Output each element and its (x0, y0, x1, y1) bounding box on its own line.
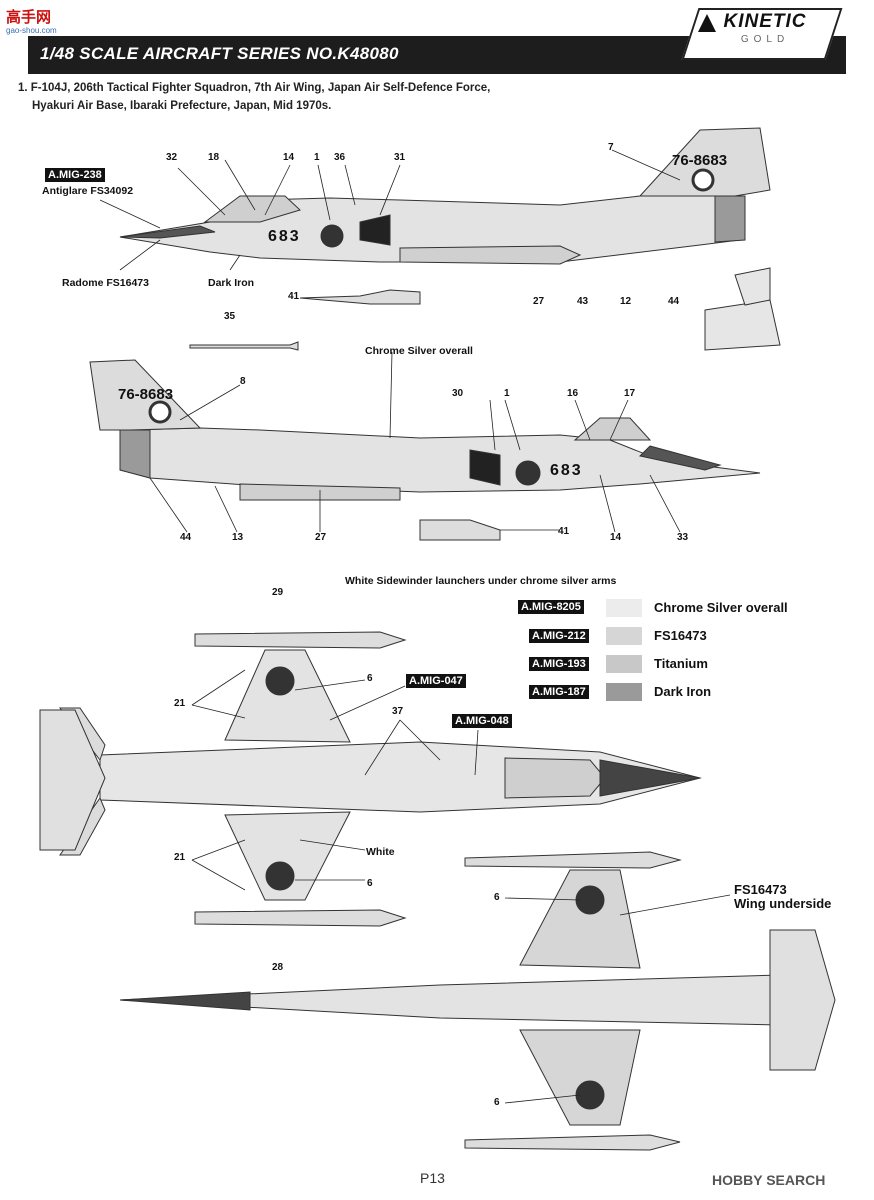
chrome-silver-label: Chrome Silver overall (365, 345, 473, 357)
callout-14-right: 14 (610, 532, 622, 543)
callout-17: 17 (624, 388, 636, 399)
underside-label-code: FS16473 (734, 882, 787, 897)
legend-swatch-3 (606, 655, 642, 673)
callout-44-left: 44 (668, 296, 680, 307)
legend-name-2: FS16473 (654, 628, 707, 643)
callout-6-under-top: 6 (494, 892, 500, 903)
top-plan-view (39, 631, 702, 927)
white-label: White (366, 846, 395, 858)
callout-44-right: 44 (180, 532, 192, 543)
legend-code-2: A.MIG-212 (529, 629, 589, 643)
legend-swatch-2 (606, 627, 642, 645)
page-title: 1/48 SCALE AIRCRAFT SERIES NO.K48080 (40, 44, 399, 63)
scheme-description-line2: Hyakuri Air Base, Ibaraki Prefecture, Ja… (32, 100, 332, 112)
callout-28: 28 (272, 962, 284, 973)
bottom-plan-view (119, 851, 836, 1151)
side-view-right (89, 359, 761, 541)
callout-21-top: 21 (174, 698, 186, 709)
paint-tag-antiglare: A.MIG-238 (45, 168, 105, 182)
callout-30: 30 (452, 388, 464, 399)
callout-31: 31 (394, 152, 406, 163)
callout-41-right: 41 (558, 526, 570, 537)
leader-lines (99, 149, 731, 1104)
brand-logo-text: KINETIC (723, 11, 807, 32)
legend-code-3: A.MIG-193 (529, 657, 589, 671)
nose-number-right: 683 (550, 462, 583, 479)
callout-33: 33 (677, 532, 689, 543)
dark-iron-label: Dark Iron (208, 277, 255, 289)
paint-tag-047: A.MIG-047 (406, 674, 466, 688)
page-number: P13 (420, 1170, 445, 1186)
legend-code-1: A.MIG-8205 (518, 600, 584, 614)
callout-13: 13 (232, 532, 244, 543)
callout-37: 37 (392, 706, 404, 717)
callout-1: 1 (314, 152, 320, 163)
hobby-search-watermark: HOBBY SEARCH (712, 1172, 826, 1188)
sidewinder-note: White Sidewinder launchers under chrome … (345, 575, 617, 587)
callout-6-under-bottom: 6 (494, 1097, 500, 1108)
callout-7: 7 (608, 142, 614, 153)
tail-number-right: 76-8683 (118, 386, 174, 403)
callout-6-top: 6 (367, 673, 373, 684)
callout-18: 18 (208, 152, 220, 163)
legend-name-3: Titanium (654, 656, 708, 671)
scheme-description-line1: 1. F-104J, 206th Tactical Fighter Squadr… (18, 82, 491, 94)
legend-name-1: Chrome Silver overall (654, 600, 788, 615)
legend-swatch-4 (606, 683, 642, 701)
callout-35: 35 (224, 311, 236, 322)
callout-6-bottom: 6 (367, 878, 373, 889)
callout-41-left: 41 (288, 291, 300, 302)
legend-swatch-1 (606, 599, 642, 617)
callout-29: 29 (272, 587, 284, 598)
brand-triangle-icon (698, 14, 716, 32)
legend-code-4: A.MIG-187 (529, 685, 589, 699)
callout-32: 32 (166, 152, 178, 163)
side-view-left (119, 127, 781, 351)
paint-tag-048: A.MIG-048 (452, 714, 512, 728)
brand-logo-subtext: GOLD (740, 34, 790, 45)
callout-8: 8 (240, 376, 246, 387)
underside-label-text: Wing underside (734, 896, 832, 911)
corner-site-logo: 高手网 (6, 9, 52, 26)
radome-label: Radome FS16473 (62, 277, 149, 289)
callout-14: 14 (283, 152, 295, 163)
callout-21-bottom: 21 (174, 852, 186, 863)
callout-43: 43 (577, 296, 589, 307)
callout-12: 12 (620, 296, 632, 307)
callout-27-right: 27 (315, 532, 327, 543)
nose-number-left: 683 (268, 228, 301, 245)
callout-16: 16 (567, 388, 579, 399)
tail-number-left: 76-8683 (672, 152, 728, 169)
callout-36: 36 (334, 152, 346, 163)
callout-1-right: 1 (504, 388, 510, 399)
legend-name-4: Dark Iron (654, 684, 712, 699)
callout-27-left: 27 (533, 296, 545, 307)
antiglare-label: Antiglare FS34092 (42, 185, 134, 197)
corner-site-url: gao-shou.com (6, 26, 57, 35)
